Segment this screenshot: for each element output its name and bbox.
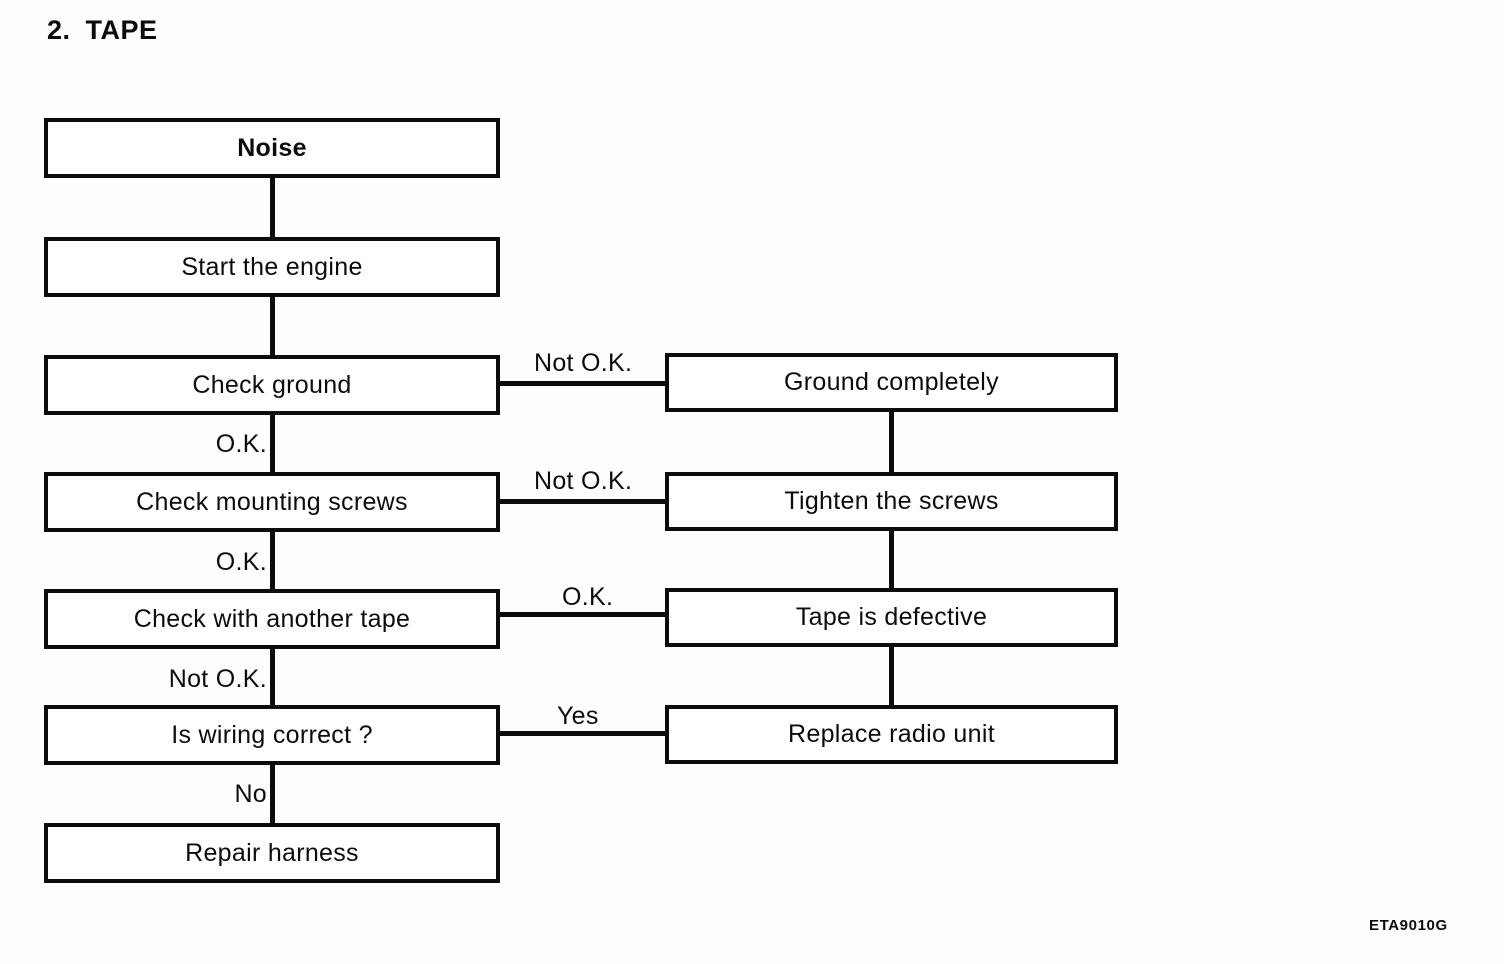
node-start-the-engine-label: Start the engine <box>181 252 363 281</box>
node-tighten-the-screws-label: Tighten the screws <box>784 487 999 515</box>
edge-line-is-wiring-to-repair-harness <box>270 763 275 825</box>
edge-line-check-mounting-to-tighten-screws <box>498 499 668 504</box>
branch-label-wiring-yes: Yes <box>557 702 599 730</box>
node-check-mounting-screws: Check mounting screws <box>44 472 500 532</box>
edge-line-check-tape-to-tape-defective <box>498 612 668 617</box>
figure-code: ETA9010G <box>1369 917 1448 934</box>
edge-line-ground-completely-to-tighten-screws <box>889 410 894 474</box>
node-start-the-engine: Start the engine <box>44 237 500 297</box>
edge-line-check-tape-to-is-wiring <box>270 647 275 707</box>
node-tape-is-defective: Tape is defective <box>665 588 1118 647</box>
node-noise: Noise <box>44 118 500 178</box>
node-check-with-another-tape-label: Check with another tape <box>133 604 411 633</box>
page-title: 2. TAPE <box>47 15 158 45</box>
node-check-with-another-tape: Check with another tape <box>44 589 500 649</box>
node-check-ground: Check ground <box>44 355 500 415</box>
node-tape-is-defective-label: Tape is defective <box>795 603 988 631</box>
edge-line-start-engine-to-check-ground <box>270 294 275 357</box>
node-check-ground-label: Check ground <box>192 370 352 399</box>
branch-label-check-ground-pass: O.K. <box>215 430 267 458</box>
branch-label-check-mounting-fail: Not O.K. <box>534 467 633 495</box>
node-repair-harness-label: Repair harness <box>185 838 359 867</box>
edge-line-tape-defective-to-replace-radio <box>889 645 894 707</box>
node-replace-radio-unit: Replace radio unit <box>665 705 1118 764</box>
node-ground-completely-label: Ground completely <box>784 368 999 396</box>
node-tighten-the-screws: Tighten the screws <box>665 472 1118 531</box>
edge-line-is-wiring-to-replace-radio <box>498 731 668 736</box>
edge-line-check-ground-to-ground-completely <box>498 381 668 386</box>
node-noise-label: Noise <box>237 133 307 162</box>
node-check-mounting-screws-label: Check mounting screws <box>136 487 408 516</box>
node-is-wiring-correct: Is wiring correct ? <box>44 705 500 765</box>
edge-line-check-mounting-to-check-tape <box>270 530 275 591</box>
node-replace-radio-unit-label: Replace radio unit <box>788 720 995 748</box>
branch-label-check-tape-pass: O.K. <box>562 583 614 611</box>
edge-line-noise-to-start-engine <box>270 176 275 239</box>
node-is-wiring-correct-label: Is wiring correct ? <box>171 720 373 749</box>
branch-label-wiring-no: No <box>234 780 267 808</box>
branch-label-check-ground-fail: Not O.K. <box>534 349 633 377</box>
branch-label-check-tape-fail: Not O.K. <box>168 665 267 693</box>
node-repair-harness: Repair harness <box>44 823 500 883</box>
node-ground-completely: Ground completely <box>665 353 1118 412</box>
branch-label-check-mounting-pass: O.K. <box>215 548 267 576</box>
edge-line-tighten-screws-to-tape-defective <box>889 529 894 590</box>
edge-line-check-ground-to-check-mounting <box>270 413 275 474</box>
